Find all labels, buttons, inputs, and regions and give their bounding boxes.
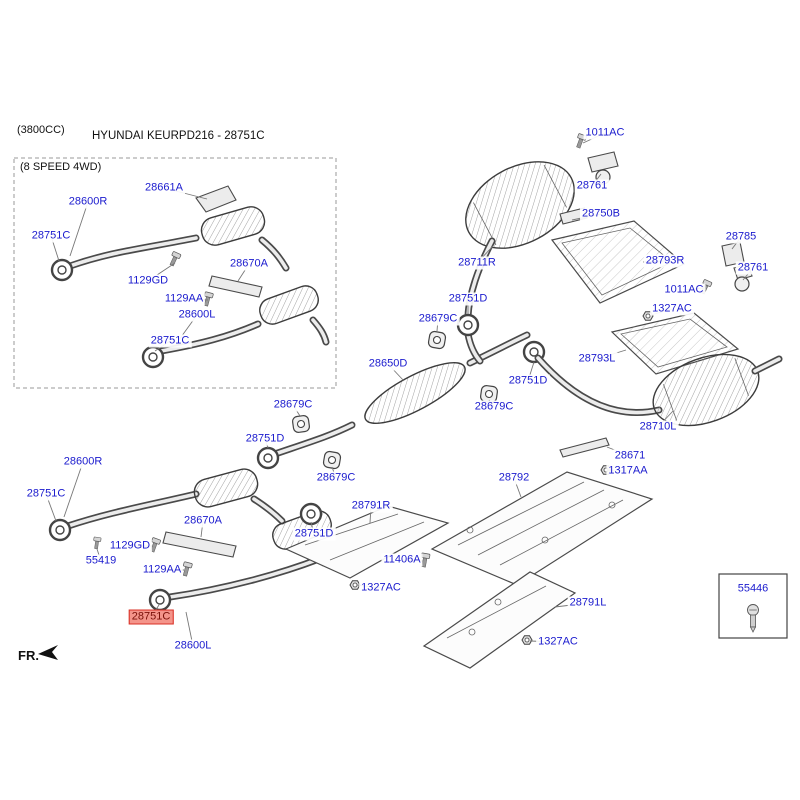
part-label-28751d[interactable]: 28751D	[446, 292, 490, 306]
bracket-28671	[559, 437, 610, 458]
part-label-28671[interactable]: 28671	[612, 449, 648, 463]
part-label-1129aa[interactable]: 1129AA	[162, 292, 206, 306]
part-label-28679c[interactable]: 28679C	[271, 398, 315, 412]
part-label-28785[interactable]: 28785	[723, 230, 759, 244]
front-pipe-assembly-main	[48, 468, 333, 612]
part-label-28670a[interactable]: 28670A	[182, 514, 224, 528]
hanger-bracket-28761	[587, 151, 619, 173]
reference-box-55446	[718, 573, 788, 639]
inset-front-pipe-left	[141, 285, 330, 369]
fr-label: FR.	[18, 648, 39, 663]
inset-variant-label: (8 SPEED 4WD)	[20, 161, 102, 173]
inset-variant-box	[13, 157, 337, 389]
flange-gasket-28751c	[50, 258, 74, 282]
hanger-rubber-28679c	[291, 414, 311, 434]
part-label-28791r[interactable]: 28791R	[349, 499, 393, 513]
heat-shield-28791r	[284, 505, 450, 579]
part-label-28791l[interactable]: 28791L	[567, 596, 609, 610]
catalytic-converter	[259, 285, 319, 325]
part-label-1129gd[interactable]: 1129GD	[125, 274, 171, 288]
inset-front-pipe-right	[50, 185, 290, 308]
part-label-28751c[interactable]: 28751C	[29, 229, 73, 243]
center-resonator	[364, 362, 466, 424]
flange-gasket-28751c	[141, 345, 165, 369]
heat-shield-28791l	[422, 571, 577, 669]
part-label-11406a[interactable]: 11406A	[381, 553, 423, 567]
part-label-28600r[interactable]: 28600R	[66, 195, 110, 209]
part-label-28761[interactable]: 28761	[574, 179, 610, 193]
part-label-28792[interactable]: 28792	[496, 471, 532, 485]
part-label-28751d[interactable]: 28751D	[292, 527, 336, 541]
part-label-28679c[interactable]: 28679C	[472, 400, 516, 414]
inset-border	[13, 157, 337, 389]
fr-direction-arrow	[38, 645, 58, 660]
part-label-28710l[interactable]: 28710L	[637, 420, 679, 434]
heat-shield-28792	[430, 471, 654, 586]
gasket-28751d	[456, 313, 480, 337]
part-label-1011ac[interactable]: 1011AC	[583, 126, 627, 140]
part-label-55419[interactable]: 55419	[83, 554, 119, 568]
part-label-1317aa[interactable]: 1317AA	[606, 464, 650, 478]
part-label-28751c-selected[interactable]: 28751C	[128, 609, 174, 625]
part-label-55446[interactable]: 55446	[735, 582, 771, 596]
part-label-28679c[interactable]: 28679C	[416, 312, 460, 326]
part-label-28751c[interactable]: 28751C	[148, 334, 192, 348]
part-label-28600r[interactable]: 28600R	[61, 455, 105, 469]
part-label-28600l[interactable]: 28600L	[176, 308, 218, 322]
catalytic-converter	[200, 206, 266, 246]
part-label-1327ac[interactable]: 1327AC	[536, 635, 580, 649]
gasket-28751d	[256, 446, 280, 470]
part-label-1129aa[interactable]: 1129AA	[140, 563, 184, 577]
part-label-28761[interactable]: 28761	[735, 261, 771, 275]
part-label-1327ac[interactable]: 1327AC	[650, 302, 694, 316]
bracket-28661a	[195, 185, 237, 213]
part-label-28751d[interactable]: 28751D	[243, 432, 287, 446]
nut-1327ac	[521, 635, 533, 645]
stud-55419	[92, 536, 102, 550]
flange-gasket-28751c	[48, 518, 72, 542]
part-label-28670a[interactable]: 28670A	[228, 257, 270, 271]
screw-icon	[747, 604, 759, 633]
hanger-rubber	[734, 276, 750, 292]
clamp-28751c-selected	[148, 588, 172, 612]
engine-size-label: (3800CC)	[17, 124, 65, 136]
part-label-28679c[interactable]: 28679C	[314, 471, 358, 485]
bolt-1129gd	[167, 250, 182, 268]
rear-muffler-right	[465, 161, 575, 249]
rear-muffler-left-assembly	[534, 353, 783, 475]
part-label-1327ac[interactable]: 1327AC	[359, 581, 403, 595]
part-label-1011ac[interactable]: 1011AC	[662, 283, 706, 297]
part-label-28750b[interactable]: 28750B	[580, 207, 622, 221]
hanger-rubber-28679c	[427, 330, 447, 350]
support-bracket-28670a	[208, 275, 263, 298]
part-label-28650d[interactable]: 28650D	[366, 357, 410, 371]
diagram-title: HYUNDAI KEURPD216 - 28751C	[92, 130, 265, 142]
part-label-28600l[interactable]: 28600L	[172, 639, 214, 653]
hanger-rubber-28679c	[322, 450, 342, 470]
rear-muffler-right-assembly	[464, 133, 619, 320]
gasket-28751d	[299, 502, 323, 526]
part-label-28751d[interactable]: 28751D	[506, 374, 550, 388]
catalytic-converter	[193, 468, 259, 508]
part-label-28661a[interactable]: 28661A	[143, 181, 185, 195]
part-label-28711r[interactable]: 28711R	[456, 256, 498, 270]
part-label-1129gd[interactable]: 1129GD	[107, 539, 153, 553]
heat-shield-28793l	[610, 312, 740, 375]
part-label-28751c[interactable]: 28751C	[24, 487, 68, 501]
center-muffler-assembly	[256, 313, 546, 470]
part-label-28793r[interactable]: 28793R	[643, 254, 687, 268]
support-bracket-28670a	[162, 531, 237, 558]
part-label-28793l[interactable]: 28793L	[576, 352, 618, 366]
